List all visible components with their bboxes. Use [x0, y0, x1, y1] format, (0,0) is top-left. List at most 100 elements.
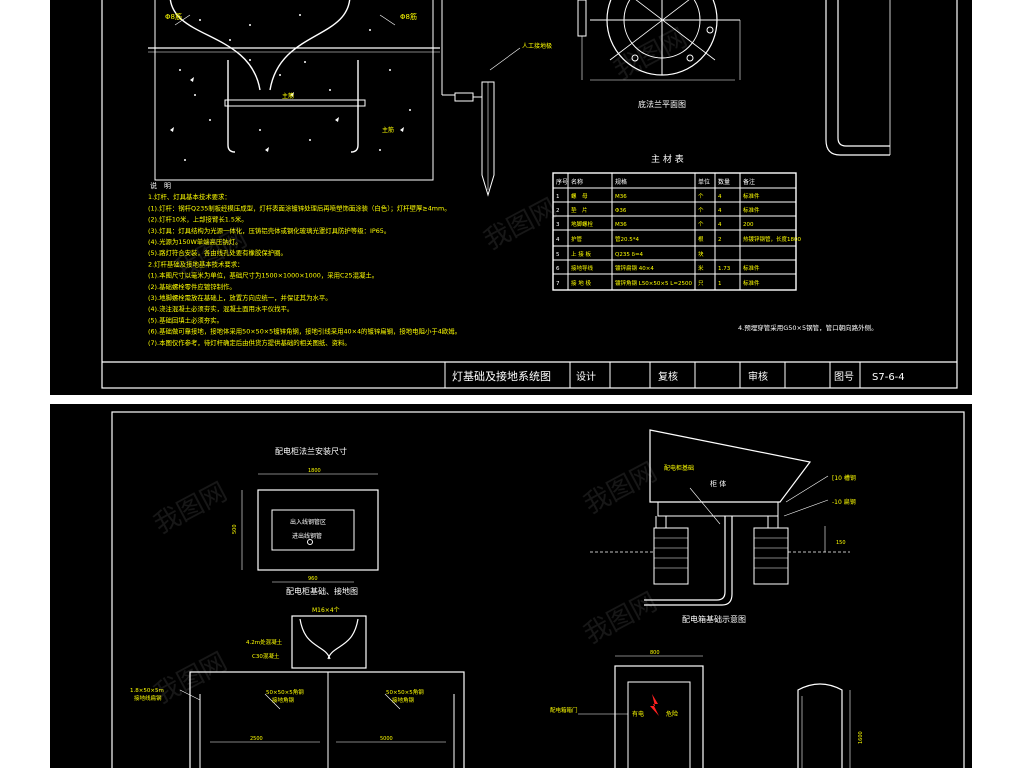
watermark: 我图网: [149, 647, 232, 710]
drawing-title: 灯基础及接地系统图: [452, 370, 551, 383]
notes-text: 说 明1.灯杆、灯具基本技术要求：(1).灯杆：钢杆Q235制板经模压成型，灯杆…: [148, 181, 461, 347]
table-cell: 镀锌角钢 L50×50×5 L=2500: [615, 279, 692, 287]
panel-dim: 800: [650, 650, 660, 656]
box-text-1: 出入线钢管区: [290, 518, 326, 526]
cabinet-label-flat-steel: -10 扁钢: [832, 498, 856, 506]
note-line: 2.灯杆基础及接地基本技术要求：: [148, 259, 244, 268]
note-line: 说 明: [150, 181, 171, 190]
note-line: (4).浇注混凝土必须夯实，混凝土面用水平仪找平。: [148, 304, 293, 313]
cabinet-label-base: 配电柜基础: [664, 464, 694, 472]
table-cell: 5: [556, 252, 560, 258]
table-cell: 上 接 板: [571, 250, 591, 258]
foundation-title: 配电柜基础、接地图: [286, 586, 358, 596]
watermark: 我图网: [579, 587, 662, 650]
table-cell: 4: [718, 222, 722, 228]
title-review: 审核: [748, 370, 768, 383]
table-header-cell: 名称: [571, 178, 583, 186]
table-header-cell: 序号: [556, 178, 568, 186]
sheet2-border: [111, 411, 965, 768]
dim-right: 1600: [858, 731, 864, 744]
table-cell: 2: [556, 208, 560, 214]
dim-inner: 960: [308, 576, 318, 582]
ground-rod: [441, 0, 521, 197]
lightning-icon: [650, 694, 659, 716]
label-rebar-bottom: 主筋: [382, 126, 394, 134]
table-cell: 2: [718, 237, 722, 243]
watermark: 我图网: [579, 457, 662, 520]
label-rebar-left: Φ8筋: [165, 12, 182, 21]
table-cell: 个: [698, 193, 704, 200]
table-cell: Q235 δ=4: [615, 252, 644, 258]
note-line: (2).基础螺栓零件应镀锌制作。: [148, 282, 236, 291]
table-cell: 接地导线: [571, 264, 594, 272]
table-cell: 护管: [571, 235, 583, 243]
title-number-value: S7-6-4: [872, 372, 905, 383]
flange-plan: [577, 0, 741, 81]
panel-label: 配电箱箱门: [550, 706, 578, 714]
pipe-label-right-2: 接地角钢: [392, 696, 415, 704]
table-cell: 根: [698, 235, 704, 243]
cabinet-section: [590, 429, 850, 606]
box-text-2: 进出线钢管: [292, 532, 322, 540]
table-header-cell: 数量: [718, 178, 730, 186]
table-cell: 管20.5*4: [615, 235, 639, 243]
note-line: (5).基础回填土必须夯实。: [148, 315, 223, 324]
table-cell: 4: [556, 237, 560, 243]
table-cell: 1: [718, 281, 722, 287]
drawing-sheet-distribution-cabinet: 配电柜法兰安装尺寸 1800 500 出入线钢管区 进出线钢管 960 配电柜基…: [50, 404, 972, 768]
note-line: (1).本图尺寸以毫米为单位，基础尺寸为1500×1000×1000，采用C25…: [148, 271, 378, 280]
left-label-1: 4.2m处混凝土: [246, 638, 283, 646]
left-label-2: C30混凝土: [252, 652, 280, 660]
watermark: 我图网: [479, 193, 562, 256]
drawing-sheet-lamp-foundation: Φ8筋 Φ8筋 主筋 主筋 人工接地极 底法兰平面图 主 材 表 序号名称规格单…: [50, 0, 972, 395]
lamp-pole: [825, 0, 891, 156]
table-cell: 标准件: [743, 192, 760, 200]
cabinet-foundation: [179, 615, 465, 768]
label-ground-connector: 人工接地极: [522, 42, 552, 50]
cabinet-label-body: 柜 体: [710, 479, 726, 488]
title-block-lines: [102, 361, 957, 388]
table-cell: 200: [743, 222, 754, 228]
cabinet-label-channel: [10 槽钢: [832, 474, 856, 482]
title-check: 复核: [658, 370, 678, 383]
sheet1-border: [101, 0, 958, 389]
table-cell: 4: [718, 208, 722, 214]
pipe-label-right: 50×50×5角钢: [386, 688, 424, 696]
note-line: (7).本图仅作参考，待灯杆确定后由供货方提供基础的相关图纸、资料。: [148, 338, 351, 347]
cabinet-flange-plan: [241, 473, 379, 583]
table-header-cell: 备注: [743, 178, 755, 186]
sheet2-drawing: 配电柜法兰安装尺寸 1800 500 出入线钢管区 进出线钢管 960 配电柜基…: [111, 411, 965, 768]
cabinet-front-panel: [578, 655, 851, 768]
table-cell: 7: [556, 281, 560, 287]
pipe-label-left: 1.8×50×5m: [130, 688, 164, 694]
foundation-section: [148, 0, 440, 181]
concrete-hatch: [170, 14, 411, 161]
table-cell: 个: [698, 221, 704, 228]
table-cell: 标准件: [743, 264, 760, 272]
watermark: 我图网: [609, 23, 692, 86]
pipe-label-mid: 50×50×5角钢: [266, 688, 304, 696]
table-cell: 个: [698, 207, 704, 214]
material-table-title: 主 材 表: [651, 153, 684, 165]
table-cell: 6: [556, 266, 560, 272]
table-cell: 地脚螺栓: [571, 220, 594, 228]
table-cell: 米: [698, 264, 704, 272]
table-cell: 1.73: [718, 266, 731, 272]
title-number-label: 图号: [834, 371, 854, 383]
sheet1-drawing: Φ8筋 Φ8筋 主筋 主筋 人工接地极 底法兰平面图 主 材 表 序号名称规格单…: [101, 0, 958, 389]
table-cell: 接 地 极: [571, 279, 591, 287]
table-cell: Φ36: [615, 208, 627, 214]
table-cell: 热镀锌钢管，长度1800: [743, 235, 801, 243]
dim-bottom-1: 2500: [250, 736, 263, 742]
dim-height: 500: [232, 524, 238, 534]
note-line: (3).地脚螺栓需放在基础上，放置方向应统一，并保证其为水平。: [148, 293, 332, 302]
table-cell: 垫 片: [571, 206, 588, 214]
side-note: 4.预埋穿管采用G50×5钢管，管口朝向路外侧。: [738, 323, 878, 332]
warn-text-2: 危险: [666, 710, 678, 718]
material-table: [552, 172, 797, 291]
table-cell: M36: [615, 194, 627, 200]
warn-text-1: 有电: [632, 710, 644, 718]
note-line: 1.灯杆、灯具基本技术要求：: [148, 192, 231, 201]
flange-title: 底法兰平面图: [638, 99, 686, 109]
